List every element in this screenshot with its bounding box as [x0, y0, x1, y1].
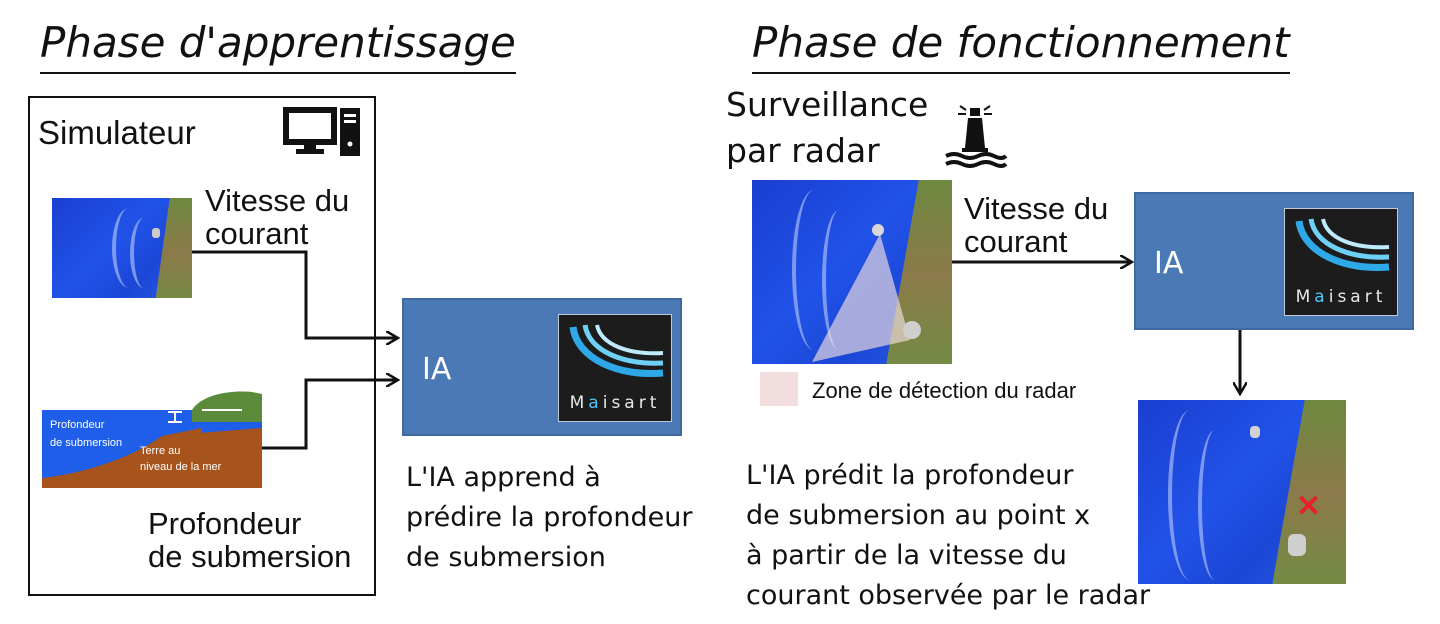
lighthouse-icon	[945, 105, 1008, 168]
learning-caption-line-1: L'IA apprend à	[406, 462, 601, 493]
op-speed-label-1: Vitesse du	[964, 191, 1109, 226]
maisart-text-operation: Maisart	[1295, 287, 1387, 307]
diagram-land-label-2: niveau de la mer	[140, 461, 222, 473]
ia-box-operation: IA Maisart	[1134, 192, 1414, 330]
radar-legend-swatch	[760, 372, 798, 406]
operation-caption: L'IA prédit la profondeur de submersion …	[746, 456, 1150, 616]
sim-speed-label-2: courant	[205, 216, 309, 251]
maisart-logo-operation: Maisart	[1284, 208, 1398, 316]
submersion-diagram: Profondeur de submersion Terre au niveau…	[42, 388, 262, 488]
radar-legend-label: Zone de détection du radar	[812, 378, 1077, 403]
radar-sea-map	[752, 180, 952, 364]
operation-phase-title: Phase de fonctionnement	[752, 22, 1290, 74]
maisart-logo-learning: Maisart	[558, 314, 672, 422]
operation-caption-line-2: de submersion au point x	[746, 500, 1091, 531]
diagram-depth-label-2: de submersion	[50, 437, 123, 449]
prediction-point-marker: ✕	[1296, 490, 1322, 523]
simulator-box	[28, 96, 376, 596]
learning-phase-title: Phase d'apprentissage	[40, 22, 516, 74]
radar-zone-shape	[812, 224, 921, 362]
operation-caption-line-4: courant observée par le radar	[746, 580, 1151, 611]
ia-label-operation: IA	[1154, 246, 1184, 281]
sim-speed-label-1: Vitesse du	[205, 183, 350, 218]
ia-label-learning: IA	[422, 352, 452, 387]
maisart-swoosh-icon	[569, 324, 664, 378]
simulator-sea-map	[52, 198, 192, 298]
learning-caption: L'IA apprend à prédire la profondeur de …	[406, 458, 693, 578]
radar-label-2: par radar	[726, 131, 880, 170]
learning-caption-line-3: de submersion	[406, 542, 606, 573]
learning-caption-line-2: prédire la profondeur	[406, 502, 693, 533]
sim-depth-label-1: Profondeur	[148, 506, 302, 541]
sim-depth-label-2: de submersion	[148, 539, 352, 574]
radar-label-1: Surveillance	[726, 85, 929, 124]
prediction-sea-map: ✕	[1138, 400, 1346, 584]
op-speed-label-2: courant	[964, 224, 1068, 259]
ia-box-learning: IA Maisart	[402, 298, 682, 436]
diagram-land-label-1: Terre au	[140, 445, 181, 457]
diagram-depth-label-1: Profondeur	[50, 419, 105, 431]
computer-icon	[283, 107, 360, 156]
maisart-swoosh-icon	[1295, 218, 1390, 272]
operation-caption-line-1: L'IA prédit la profondeur	[746, 460, 1074, 491]
maisart-text-learning: Maisart	[569, 393, 661, 413]
simulator-label: Simulateur	[38, 114, 196, 151]
operation-caption-line-3: à partir de la vitesse du	[746, 540, 1067, 571]
